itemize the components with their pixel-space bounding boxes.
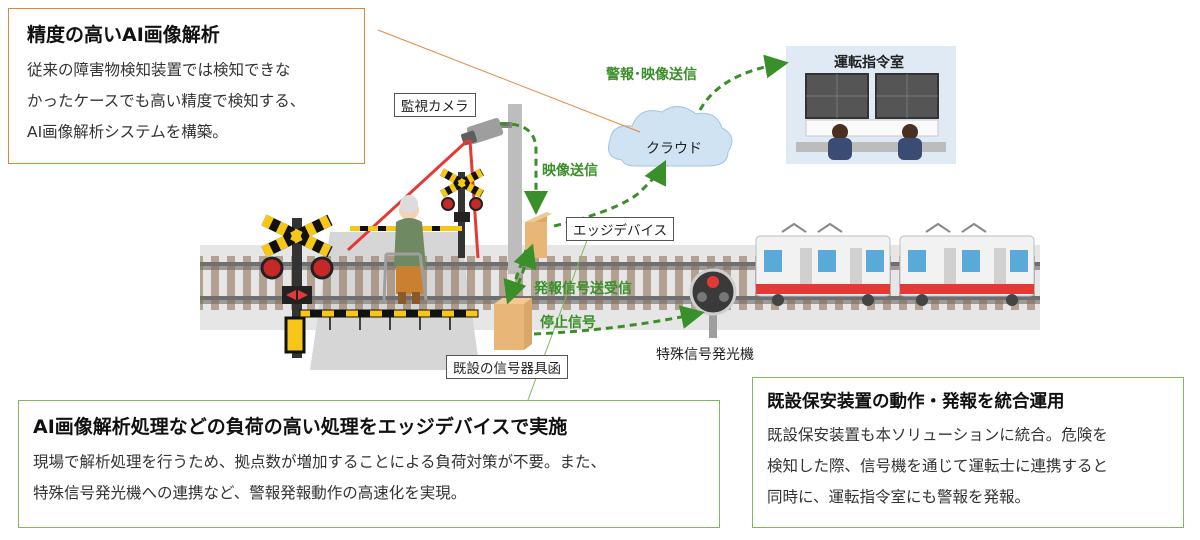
ai-analysis-box: 精度の高いAI画像解析 従来の障害物検知装置では検知できな かったケースでも高い…	[8, 8, 365, 164]
ai-analysis-title: 精度の高いAI画像解析	[27, 24, 220, 46]
flow-label-signal-txrx: 発報信号送受信	[534, 281, 632, 297]
signal-box-label: 既設の信号器具函	[446, 355, 568, 379]
flow-label-alert-video: 警報･映像送信	[606, 67, 697, 83]
flow-stop-signal	[533, 305, 705, 336]
flow-label-stop: 停止信号	[540, 315, 596, 331]
flow-label-video: 映像送信	[542, 163, 598, 179]
special-signal-label: 特殊信号発光機	[656, 347, 754, 363]
integrated-operation-line-3: 同時に、運転指令室にも警報を発報。	[767, 488, 1031, 506]
signal-box-icon	[494, 298, 532, 350]
integrated-operation-box: 既設保安装置の動作・発報を統合運用 既設保安装置も本ソリューションに統合。危険を…	[752, 377, 1184, 528]
train-car-1	[755, 222, 891, 306]
elderly-person-icon	[382, 195, 428, 304]
cloud-label: クラウド	[646, 141, 702, 157]
control-room-label: 運転指令室	[834, 55, 904, 71]
flow-signal-txrx-down	[503, 249, 528, 305]
crossing-signal-left	[260, 214, 334, 358]
flow-cloud-to-control	[698, 54, 789, 111]
edge-processing-title: AI画像解析処理などの負荷の高い処理をエッジデバイスで実施	[33, 416, 568, 438]
ai-analysis-line-2: かったケースでも高い精度で検知する、	[27, 92, 306, 110]
flow-video-arrow	[499, 122, 548, 215]
edge-device-label: エッジデバイス	[566, 217, 675, 241]
special-signal-icon	[689, 268, 737, 338]
flow-signal-txrx-up	[512, 243, 537, 297]
crossing-signal-back	[350, 168, 484, 258]
camera-label: 監視カメラ	[394, 93, 476, 117]
crossing-barrier-front	[299, 309, 479, 330]
ai-analysis-line-1: 従来の障害物検知装置では検知できな	[27, 61, 291, 79]
integrated-operation-line-1: 既設保安装置も本ソリューションに統合。危険を	[767, 426, 1108, 444]
ai-box-leader	[377, 29, 641, 133]
edge-processing-line-2: 特殊信号発光機への連携など、警報発報動作の高速化を実現。	[33, 484, 467, 502]
integrated-operation-line-2: 検知した際、信号機を通じて運転士に連携すると	[767, 457, 1109, 475]
cloud-icon	[608, 106, 733, 167]
train-car-2	[899, 222, 1035, 306]
ai-analysis-line-3: AI画像解析システムを構築。	[27, 123, 228, 141]
edge-processing-line-1: 現場で解析処理を行うため、拠点数が増加することによる負荷対策が不要。また、	[33, 453, 607, 471]
integrated-operation-title: 既設保安装置の動作・発報を統合運用	[767, 392, 1065, 412]
control-room-icon	[786, 46, 956, 164]
edge-processing-box: AI画像解析処理などの負荷の高い処理をエッジデバイスで実施 現場で解析処理を行う…	[18, 400, 720, 528]
